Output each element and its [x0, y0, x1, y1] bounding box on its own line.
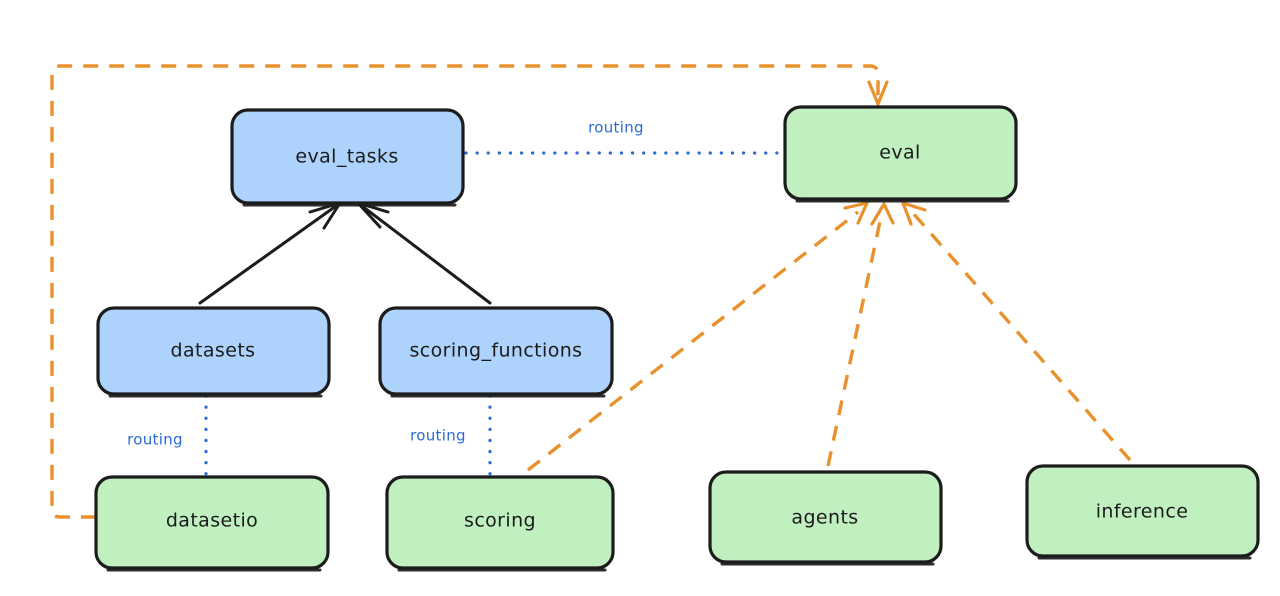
node-datasets[interactable]: datasets	[96, 306, 331, 398]
node-inference-label: inference	[1096, 501, 1189, 523]
node-eval-label: eval	[879, 142, 920, 164]
edge-label-routing-eval: routing	[588, 119, 644, 137]
node-eval[interactable]: eval	[783, 105, 1018, 203]
node-inference[interactable]: inference	[1025, 464, 1260, 560]
node-agents[interactable]: agents	[708, 470, 943, 566]
edge-scoring-to-eval	[526, 210, 860, 472]
node-scoring[interactable]: scoring	[385, 475, 615, 572]
edge-scoring-functions-to-eval-tasks	[360, 204, 492, 305]
edge-datasets-to-eval-tasks	[198, 204, 338, 305]
arrowhead-agents-to-eval	[870, 202, 895, 226]
node-eval-shape[interactable]	[783, 105, 1018, 201]
node-scoring-label: scoring	[464, 510, 536, 532]
node-inference-shape[interactable]	[1025, 464, 1260, 558]
arrowhead-inference-to-eval	[901, 201, 927, 226]
node-agents-shape[interactable]	[708, 470, 943, 564]
node-datasetio-shape[interactable]	[94, 475, 330, 570]
arrowhead-datasetio-to-eval	[867, 80, 889, 106]
edge-label-layer: routing routing routing	[127, 119, 644, 449]
node-datasetio-label: datasetio	[166, 510, 258, 532]
node-datasets-shape[interactable]	[96, 306, 331, 396]
node-datasetio[interactable]: datasetio	[94, 475, 330, 572]
node-scoring_functions-shape[interactable]	[378, 306, 614, 396]
edge-label-routing-datasets: routing	[127, 431, 183, 449]
node-scoring-shape[interactable]	[385, 475, 615, 570]
node-agents-label: agents	[791, 507, 858, 529]
node-scoring_functions-label: scoring_functions	[410, 340, 583, 362]
node-datasets-label: datasets	[171, 340, 256, 362]
edge-inference-to-eval	[910, 210, 1132, 462]
edge-datasetio-to-eval	[50, 64, 880, 519]
node-eval_tasks[interactable]: eval_tasks	[230, 108, 465, 207]
edge-layer	[50, 64, 1132, 519]
edge-label-routing-scoring-functions: routing	[410, 427, 466, 445]
node-eval_tasks-label: eval_tasks	[295, 146, 398, 168]
node-eval_tasks-shape[interactable]	[230, 108, 465, 205]
edge-agents-to-eval	[826, 211, 884, 467]
node-scoring_functions[interactable]: scoring_functions	[378, 306, 614, 398]
arrowhead-scoring-to-eval	[843, 201, 869, 225]
